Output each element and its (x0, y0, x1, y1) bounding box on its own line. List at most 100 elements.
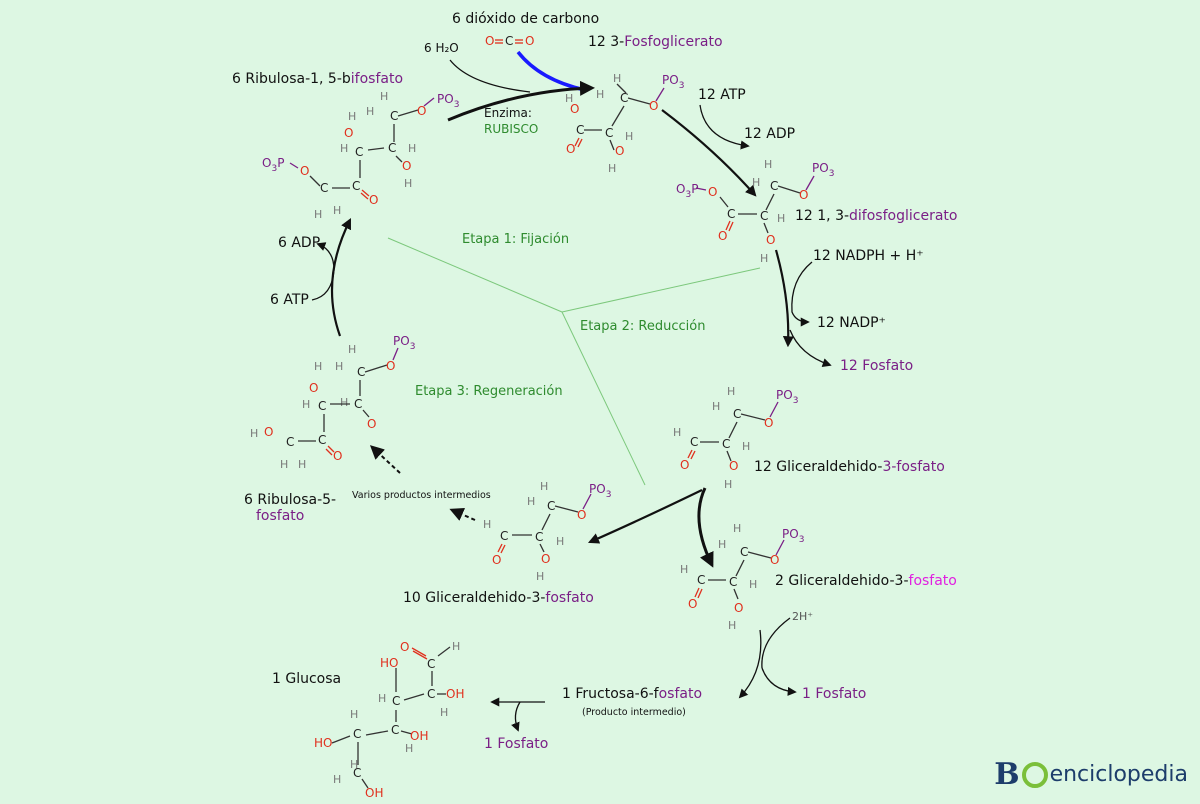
svg-text:H: H (335, 360, 343, 373)
svg-text:C: C (770, 179, 778, 193)
stage-2-label: Etapa 2: Reducción (580, 319, 705, 334)
svg-text:PO3: PO3 (437, 92, 459, 110)
nadph-arrow (792, 262, 812, 322)
svg-text:O: O (386, 359, 395, 373)
svg-text:O: O (402, 159, 411, 173)
svg-text:H: H (727, 385, 735, 398)
svg-text:C: C (354, 397, 362, 411)
svg-text:H: H (540, 480, 548, 493)
svg-text:O: O (799, 188, 808, 202)
svg-text:C: C (535, 530, 543, 544)
svg-text:O: O (734, 601, 743, 615)
svg-text:H: H (404, 177, 412, 190)
two-h-label: 2H⁺ (792, 610, 813, 623)
svg-text:H: H (749, 578, 757, 591)
stage-3-label: Etapa 3: Regeneración (415, 384, 563, 399)
svg-text:OH: OH (410, 729, 428, 743)
svg-text:C: C (388, 141, 396, 155)
phosphate1b-label: 1 Fosfato (484, 736, 548, 752)
nadph-label: 12 NADPH + H⁺ (813, 248, 924, 264)
svg-text:C: C (318, 399, 326, 413)
rubisco-label: RUBISCO (484, 122, 538, 136)
svg-text:C: C (391, 723, 399, 737)
svg-text:O: O (764, 416, 773, 430)
stage-1-label: Etapa 1: Fijación (462, 232, 569, 247)
g3p2-label: 2 Gliceraldehido-3-fosfato (775, 573, 957, 589)
phosphate12-label: 12 Fosfato (840, 358, 913, 374)
logo-leaf-icon (1022, 762, 1048, 788)
svg-text:H: H (380, 90, 388, 103)
svg-text:O: O (615, 144, 624, 158)
svg-text:PO3: PO3 (812, 161, 834, 179)
svg-text:O: O (680, 458, 689, 472)
svg-text:H: H (314, 360, 322, 373)
svg-text:PO3: PO3 (782, 527, 804, 545)
bioenciclopedia-logo: B enciclopedia (994, 757, 1188, 792)
svg-text:C: C (427, 687, 435, 701)
svg-text:H: H (777, 212, 785, 225)
svg-text:O: O (688, 597, 697, 611)
enzyme-label: Enzima: (484, 106, 532, 120)
ru5p-to-rubp-arrow (332, 220, 350, 336)
adp12-label: 12 ADP (744, 126, 795, 142)
glucose-label: 1 Glucosa (272, 671, 341, 687)
svg-text:C: C (697, 573, 705, 587)
atp6-arrow (312, 244, 334, 300)
svg-text:C: C (357, 365, 365, 379)
svg-text:H: H (452, 640, 460, 653)
co2-arrow (518, 52, 585, 90)
svg-text:PO3: PO3 (589, 482, 611, 500)
g3p10-dashed-arrow (452, 510, 475, 520)
logo-b: B (994, 757, 1019, 792)
to-g3p2-arrow (699, 488, 712, 565)
svg-text:H: H (366, 105, 374, 118)
svg-text:O: O (718, 229, 727, 243)
svg-text:H: H (718, 538, 726, 551)
adp6-label: 6 ADP (278, 235, 320, 251)
svg-text:C: C (505, 34, 513, 48)
reduction-arrow (776, 250, 788, 345)
svg-text:H: H (314, 208, 322, 221)
svg-text:H: H (333, 773, 341, 786)
svg-text:H: H (752, 176, 760, 189)
svg-text:H: H (483, 518, 491, 531)
stage-dividers (388, 238, 760, 485)
svg-text:O: O (344, 126, 353, 140)
to-f6p-arrow (740, 630, 761, 697)
svg-text:H: H (673, 426, 681, 439)
phosphate12-arrow (790, 330, 830, 365)
svg-text:C: C (722, 437, 730, 451)
water-arrow (450, 60, 530, 92)
phosphate1a-arrow (762, 668, 795, 692)
svg-text:H: H (712, 400, 720, 413)
svg-text:O: O (309, 381, 318, 395)
svg-text:OH: OH (446, 687, 464, 701)
rubp-molecule: H H C O PO3 C H O H C H O H C O C H H O … (262, 90, 459, 221)
g3p10-label: 10 Gliceraldehido-3-fosfato (403, 590, 594, 606)
svg-text:C: C (427, 657, 435, 671)
svg-text:O: O (708, 185, 717, 199)
svg-text:H: H (724, 478, 732, 491)
co2-molecule: O C O (485, 34, 534, 48)
svg-text:O: O (333, 449, 342, 463)
svg-text:C: C (729, 575, 737, 589)
svg-text:C: C (740, 545, 748, 559)
svg-text:C: C (390, 109, 398, 123)
phosphate1b-arrow (515, 702, 520, 730)
pga-label: 12 3-Fosfoglicerato (588, 34, 723, 50)
svg-text:H: H (613, 72, 621, 85)
svg-text:H: H (333, 204, 341, 217)
svg-text:H: H (348, 343, 356, 356)
ru5p-molecule: H H C O PO3 C H O C H O H C O C O H H H (250, 334, 415, 471)
svg-text:C: C (760, 209, 768, 223)
intermediates-label: Varios productos intermedios (352, 490, 491, 501)
svg-text:OH: OH (365, 786, 383, 800)
svg-text:H: H (250, 427, 258, 440)
svg-text:H: H (348, 110, 356, 123)
svg-text:C: C (320, 181, 328, 195)
glucose-molecule: O H C C OH H C HO H C OH H C H HO C H H … (314, 640, 464, 800)
ru5p-label-2: fosfato (256, 508, 304, 524)
svg-text:O: O (367, 417, 376, 431)
atp6-label: 6 ATP (270, 292, 309, 308)
